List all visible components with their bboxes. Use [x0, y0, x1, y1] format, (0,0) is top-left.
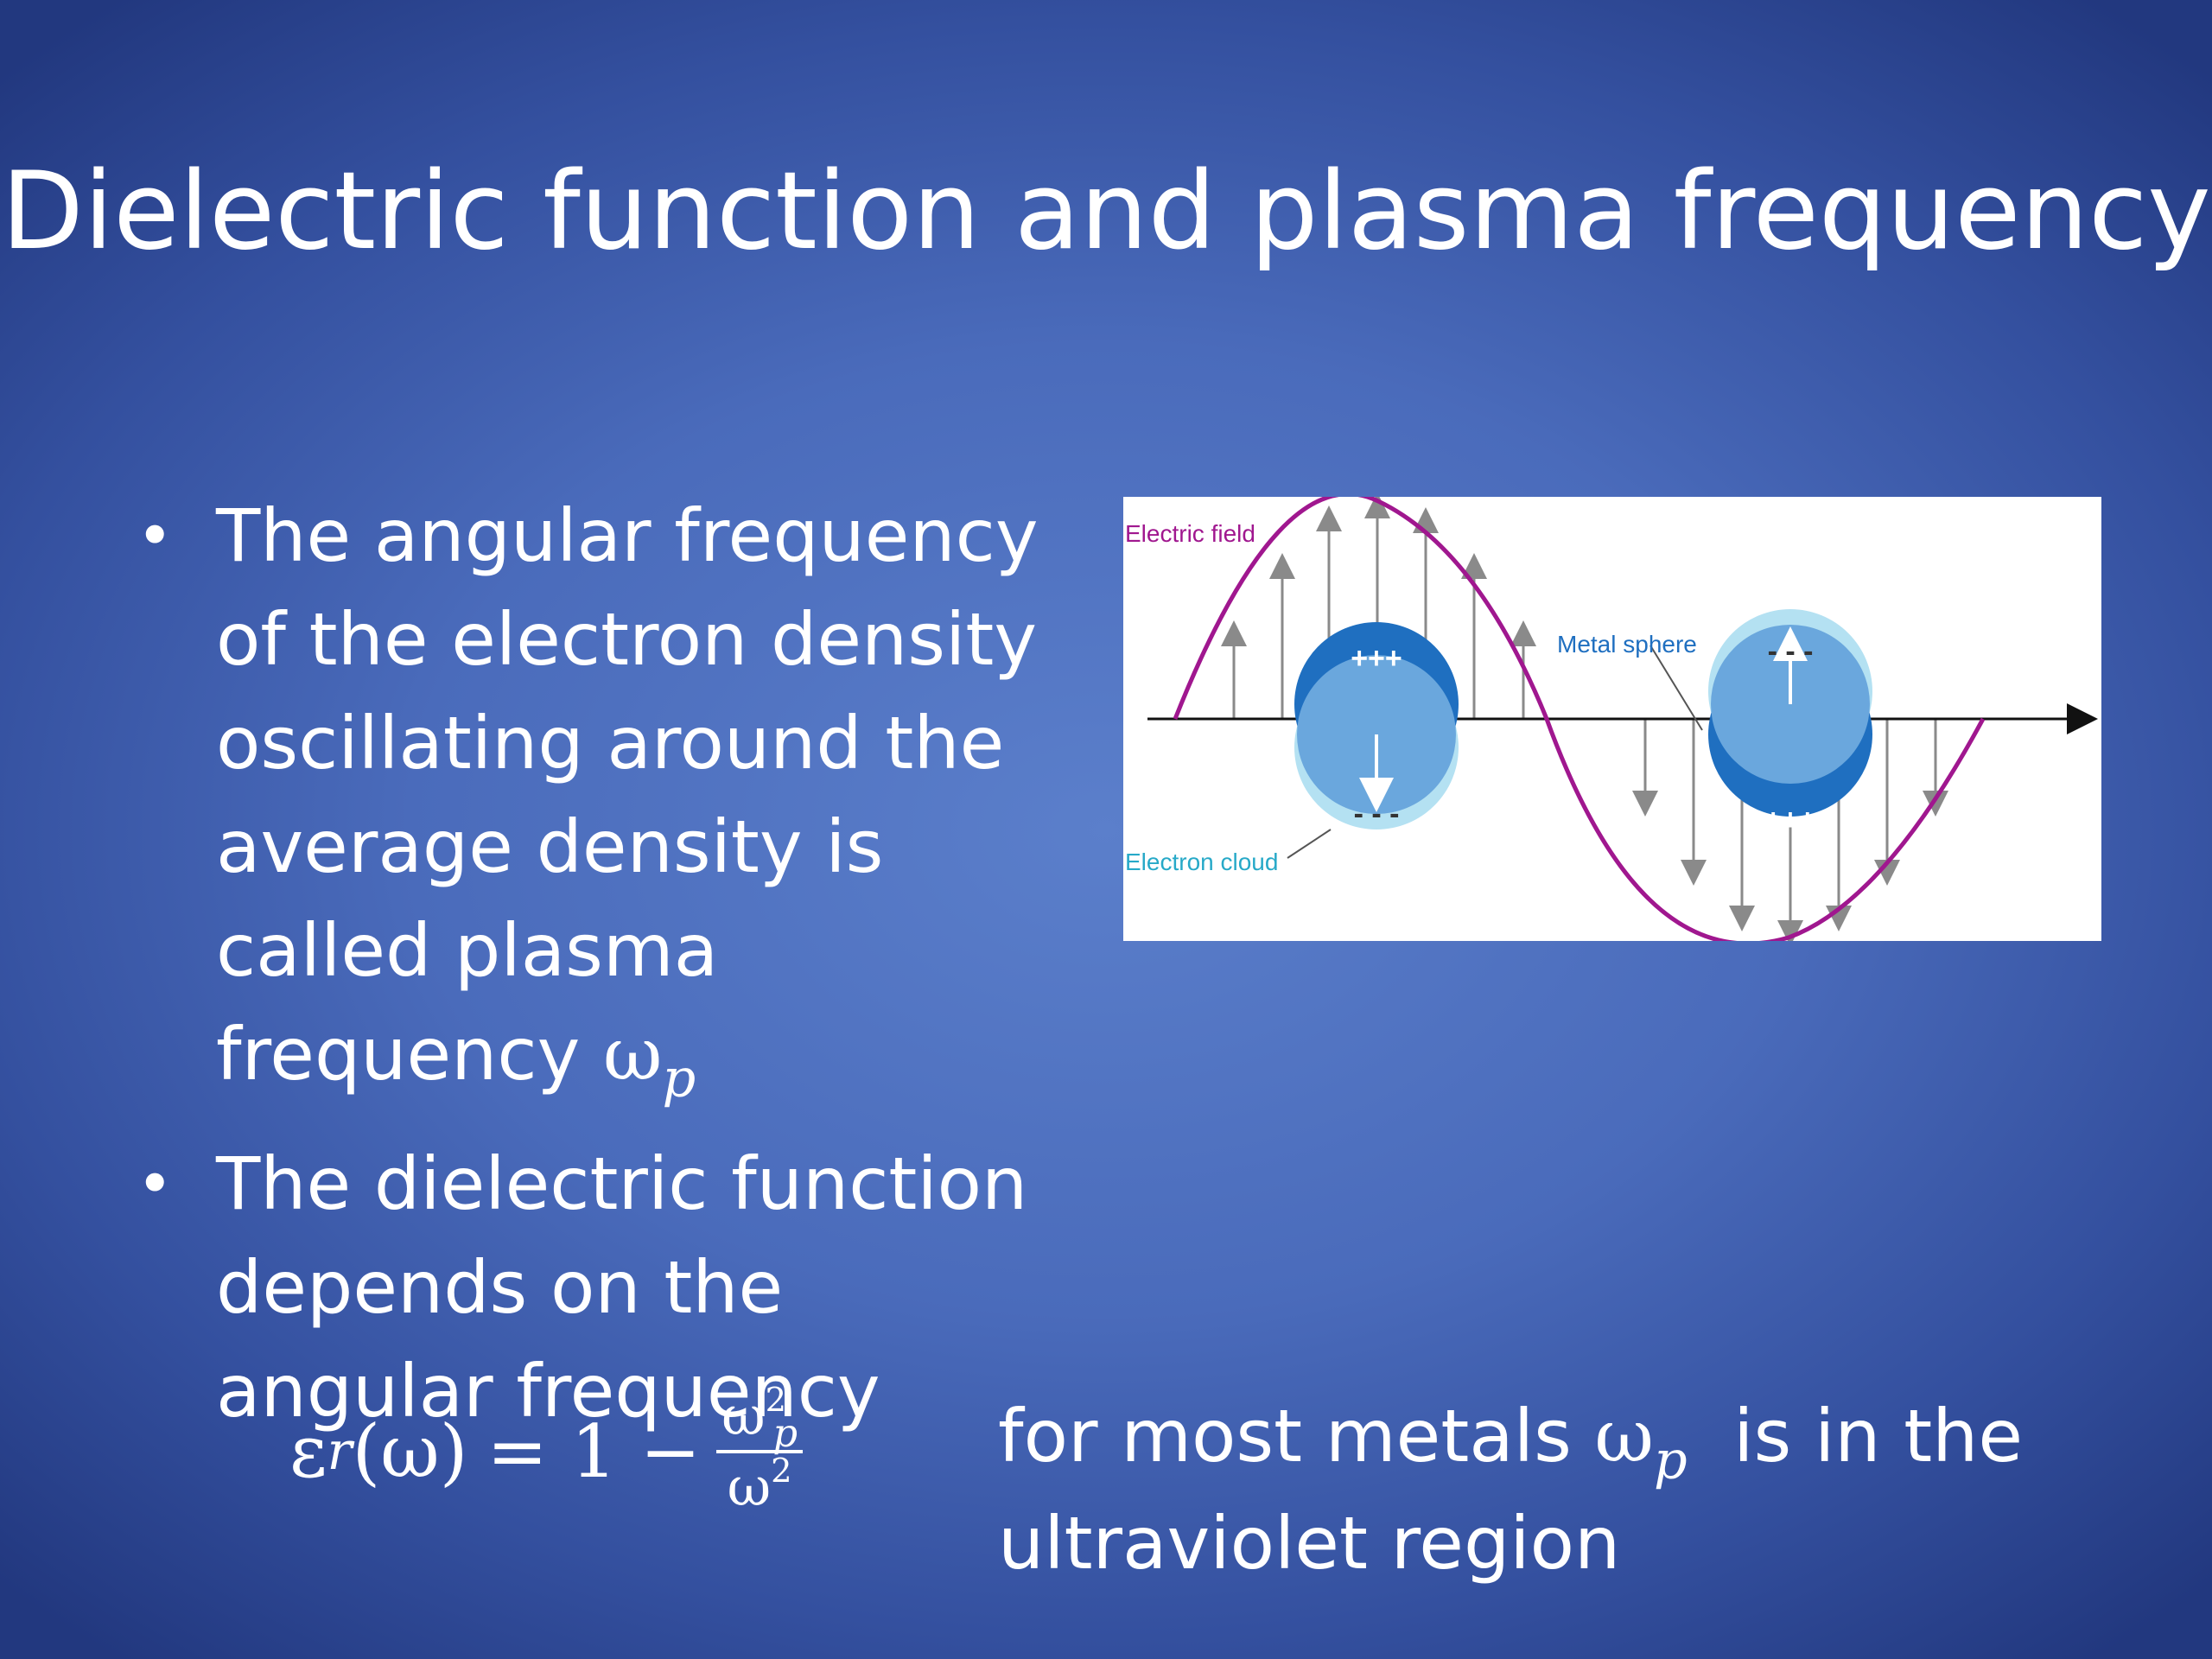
electric-field-wave [1173, 492, 1986, 946]
numerator-superscript: 2 [765, 1381, 787, 1421]
plasmon-diagram: +++ - - - - - - +++ Electric field Metal… [1123, 492, 2101, 946]
omega-subscript: p [662, 1048, 696, 1109]
electron-cloud-leader [1287, 829, 1332, 859]
left-minus-charges: - - - [1354, 798, 1400, 830]
numerator-omega: ω [721, 1384, 766, 1447]
right-metal-sphere [1708, 609, 1872, 817]
field-arrows-up [1221, 493, 1536, 719]
electron-cloud-label: Electron cloud [1125, 849, 1278, 875]
metals-note: for most metals ωp is in the ultraviolet… [998, 1382, 2121, 1597]
numerator-subscript: p [772, 1411, 798, 1457]
equation-numerator: ω2p [716, 1381, 804, 1457]
left-metal-sphere [1294, 622, 1459, 830]
right-minus-charges: - - - [1768, 635, 1814, 668]
omega-symbol: ω [603, 1012, 663, 1096]
equation-rhs-prefix: = 1 − [486, 1409, 702, 1494]
slide-title: Dielectric function and plasma frequency [1, 149, 2211, 274]
bullet-dot-icon: • [137, 1147, 174, 1220]
note-omega-subscript: p [1654, 1430, 1688, 1491]
metal-sphere-label: Metal sphere [1557, 631, 1697, 658]
bullet-item-dielectric-function: • The dielectric function depends on the… [130, 1132, 1080, 1443]
equation-fraction: ω2p ω2 [716, 1381, 804, 1521]
bullet-text: The dielectric function depends on the a… [216, 1141, 1028, 1433]
bullet-text: The angular frequency of the electron de… [216, 493, 1039, 1096]
denominator-superscript: 2 [771, 1452, 792, 1491]
denominator-omega: ω [727, 1455, 772, 1518]
equation-denominator: ω2 [722, 1453, 798, 1521]
note-prefix: for most metals [998, 1394, 1595, 1478]
right-plus-charges: +++ [1764, 804, 1816, 836]
epsilon-symbol: ε [289, 1409, 327, 1494]
bullet-item-plasma-frequency: • The angular frequency of the electron … [130, 484, 1080, 1106]
note-suffix: is in the ultraviolet region [998, 1394, 2046, 1586]
bullet-dot-icon: • [137, 499, 174, 572]
plasmon-diagram-svg: +++ - - - - - - +++ Electric field Metal… [1125, 492, 2098, 946]
electric-field-label: Electric field [1125, 520, 1255, 547]
note-omega-symbol: ω [1594, 1394, 1655, 1478]
bullet-list: • The angular frequency of the electron … [130, 484, 1080, 1469]
equation-argument: (ω) [352, 1409, 468, 1494]
left-plus-charges: +++ [1351, 642, 1402, 675]
metal-sphere-leader [1649, 645, 1703, 731]
